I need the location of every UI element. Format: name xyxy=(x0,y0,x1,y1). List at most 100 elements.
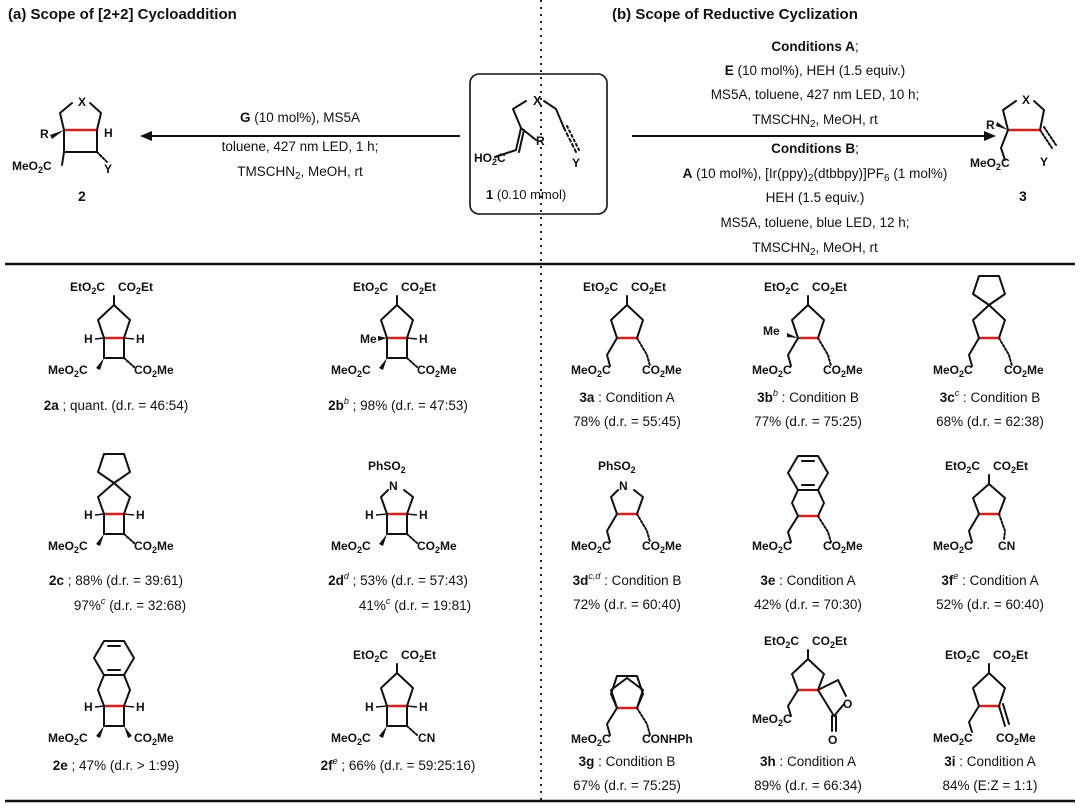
svg-text:H: H xyxy=(419,700,428,714)
svg-text:EtO2C: EtO2C xyxy=(353,280,388,296)
svg-text:G (10 mol%), MS5A: G (10 mol%), MS5A xyxy=(240,110,360,125)
product-2-generic-structure: X R H MeO2C Y xyxy=(12,95,113,176)
svg-text:CO2Et: CO2Et xyxy=(401,280,436,296)
product-3-generic-structure: X R MeO2C Y xyxy=(970,93,1057,172)
compound-3g-yield: 67% (d.r. = 75:25) xyxy=(573,778,681,793)
svg-text:X: X xyxy=(78,95,86,109)
compound-3e-yield: 42% (d.r. = 70:30) xyxy=(754,597,862,612)
svg-text:MeO2C: MeO2C xyxy=(571,732,611,748)
compound-3f-yield: 52% (d.r. = 60:40) xyxy=(936,597,1044,612)
compound-3b-structure: EtO2C CO2Et Me MeO2C CO2Me xyxy=(752,280,863,379)
svg-text:CO2Me: CO2Me xyxy=(134,363,174,379)
compound-3f-caption: 3fe : Condition A xyxy=(941,571,1038,588)
compound-2c-caption: 2c ; 88% (d.r. = 39:61) xyxy=(49,573,183,588)
reagent-a-text: G (10 mol%), MS5A toluene, 427 nm LED, 1… xyxy=(222,110,379,182)
svg-text:CO2Me: CO2Me xyxy=(823,363,863,379)
svg-text:CN: CN xyxy=(418,731,435,745)
compound-2d-caption-2: 41%c (d.r. = 19:81) xyxy=(359,596,471,613)
compound-3b-yield: 77% (d.r. = 75:25) xyxy=(754,414,862,429)
svg-text:CO2Me: CO2Me xyxy=(1004,363,1044,379)
svg-text:MeO2C: MeO2C xyxy=(571,363,611,379)
svg-text:Y: Y xyxy=(572,156,580,170)
substrate-box xyxy=(469,73,608,215)
reagent-b-text: Conditions A; E (10 mol%), HEH (1.5 equi… xyxy=(683,39,948,258)
svg-text:E (10 mol%), HEH (1.5 equiv.): E (10 mol%), HEH (1.5 equiv.) xyxy=(725,63,906,78)
svg-text:CO2Et: CO2Et xyxy=(812,280,847,296)
compound-3e-caption: 3e : Condition A xyxy=(760,573,855,588)
compound-3d-structure: PhSO2 N MeO2C CO2Me xyxy=(571,459,682,555)
compound-3c-structure: MeO2C CO2Me xyxy=(933,275,1044,379)
compound-3i-yield: 84% (E:Z = 1:1) xyxy=(943,778,1038,793)
svg-text:MeO2C: MeO2C xyxy=(752,712,792,728)
svg-text:EtO2C: EtO2C xyxy=(945,459,980,475)
compound-3g-caption: 3g : Condition B xyxy=(579,754,676,769)
svg-text:H: H xyxy=(84,700,93,714)
compound-3h-structure: EtO2C CO2Et O O MeO2C xyxy=(752,634,852,747)
svg-text:EtO2C: EtO2C xyxy=(70,280,105,296)
compound-3d-caption: 3dc,d : Condition B xyxy=(573,571,682,588)
svg-text:MeO2C: MeO2C xyxy=(970,156,1010,172)
svg-text:PhSO2: PhSO2 xyxy=(368,459,406,475)
svg-text:CO2Et: CO2Et xyxy=(993,648,1028,664)
svg-text:H: H xyxy=(84,332,93,346)
compound-3e-structure: MeO2C CO2Me xyxy=(752,455,863,555)
svg-text:H: H xyxy=(365,508,374,522)
compound-2f-structure: EtO2C CO2Et H H MeO2C CN xyxy=(331,648,436,747)
svg-text:Y: Y xyxy=(104,162,112,176)
svg-text:EtO2C: EtO2C xyxy=(764,634,799,650)
svg-text:H: H xyxy=(104,126,113,140)
svg-text:CO2Et: CO2Et xyxy=(118,280,153,296)
svg-text:CO2Me: CO2Me xyxy=(996,731,1036,747)
compound-2d-caption: 2dd ; 53% (d.r. = 57:43) xyxy=(328,571,468,588)
svg-text:CO2Me: CO2Me xyxy=(642,363,682,379)
svg-text:X: X xyxy=(1022,93,1030,107)
panel-b-title: (b) Scope of Reductive Cyclization xyxy=(612,6,858,23)
svg-text:CO2Me: CO2Me xyxy=(642,539,682,555)
svg-text:H: H xyxy=(84,508,93,522)
substrate-1-structure: X R HO2C Y xyxy=(474,93,580,170)
svg-text:TMSCHN2, MeOH, rt: TMSCHN2, MeOH, rt xyxy=(752,240,878,258)
compound-2a-structure: EtO2C CO2Et H H MeO2C CO2Me xyxy=(48,280,174,379)
svg-text:CO2Me: CO2Me xyxy=(134,731,174,747)
svg-text:CO2Et: CO2Et xyxy=(812,634,847,650)
svg-text:N: N xyxy=(619,479,628,493)
compound-2d-structure: PhSO2 N H H MeO2C CO2Me xyxy=(331,459,457,555)
compound-3c-caption: 3cc : Condition B xyxy=(940,388,1041,405)
svg-text:CO2Me: CO2Me xyxy=(823,539,863,555)
svg-text:EtO2C: EtO2C xyxy=(764,280,799,296)
svg-text:EtO2C: EtO2C xyxy=(583,280,618,296)
svg-text:MeO2C: MeO2C xyxy=(933,539,973,555)
svg-text:MeO2C: MeO2C xyxy=(331,539,371,555)
svg-text:H: H xyxy=(419,332,428,346)
svg-text:HO2C: HO2C xyxy=(474,151,506,167)
svg-text:MeO2C: MeO2C xyxy=(933,363,973,379)
svg-text:Me: Me xyxy=(360,332,377,346)
compound-3f-structure: EtO2C CO2Et MeO2C CN xyxy=(933,459,1028,555)
svg-text:CN: CN xyxy=(998,539,1015,553)
svg-text:MeO2C: MeO2C xyxy=(48,539,88,555)
svg-text:MeO2C: MeO2C xyxy=(331,731,371,747)
svg-text:CO2Me: CO2Me xyxy=(134,539,174,555)
compound-2c-structure: H H MeO2C CO2Me xyxy=(48,453,174,555)
svg-text:MeO2C: MeO2C xyxy=(48,731,88,747)
svg-text:PhSO2: PhSO2 xyxy=(598,459,636,475)
svg-text:MS5A, toluene, 427 nm LED, 10: MS5A, toluene, 427 nm LED, 10 h; xyxy=(711,87,920,102)
svg-text:CO2Et: CO2Et xyxy=(993,459,1028,475)
svg-text:MeO2C: MeO2C xyxy=(571,539,611,555)
svg-text:Me: Me xyxy=(763,324,780,338)
svg-text:H: H xyxy=(136,508,145,522)
svg-text:Conditions A;: Conditions A; xyxy=(771,39,858,54)
compound-3h-yield: 89% (d.r. = 66:34) xyxy=(754,778,862,793)
svg-text:N: N xyxy=(389,479,398,493)
svg-text:CO2Et: CO2Et xyxy=(631,280,666,296)
svg-text:MS5A, toluene, blue LED, 12 h;: MS5A, toluene, blue LED, 12 h; xyxy=(720,215,909,230)
svg-text:O: O xyxy=(843,697,852,711)
svg-text:MeO2C: MeO2C xyxy=(933,731,973,747)
svg-text:R: R xyxy=(40,127,49,141)
svg-text:MeO2C: MeO2C xyxy=(48,363,88,379)
compound-3b-caption: 3bb : Condition B xyxy=(757,388,859,405)
compound-2e-caption: 2e ; 47% (d.r. > 1:99) xyxy=(53,758,179,773)
substrate-label: 1 (0.10 mmol) xyxy=(486,187,566,202)
compound-2b-caption: 2bb ; 98% (d.r. = 47:53) xyxy=(328,396,468,413)
